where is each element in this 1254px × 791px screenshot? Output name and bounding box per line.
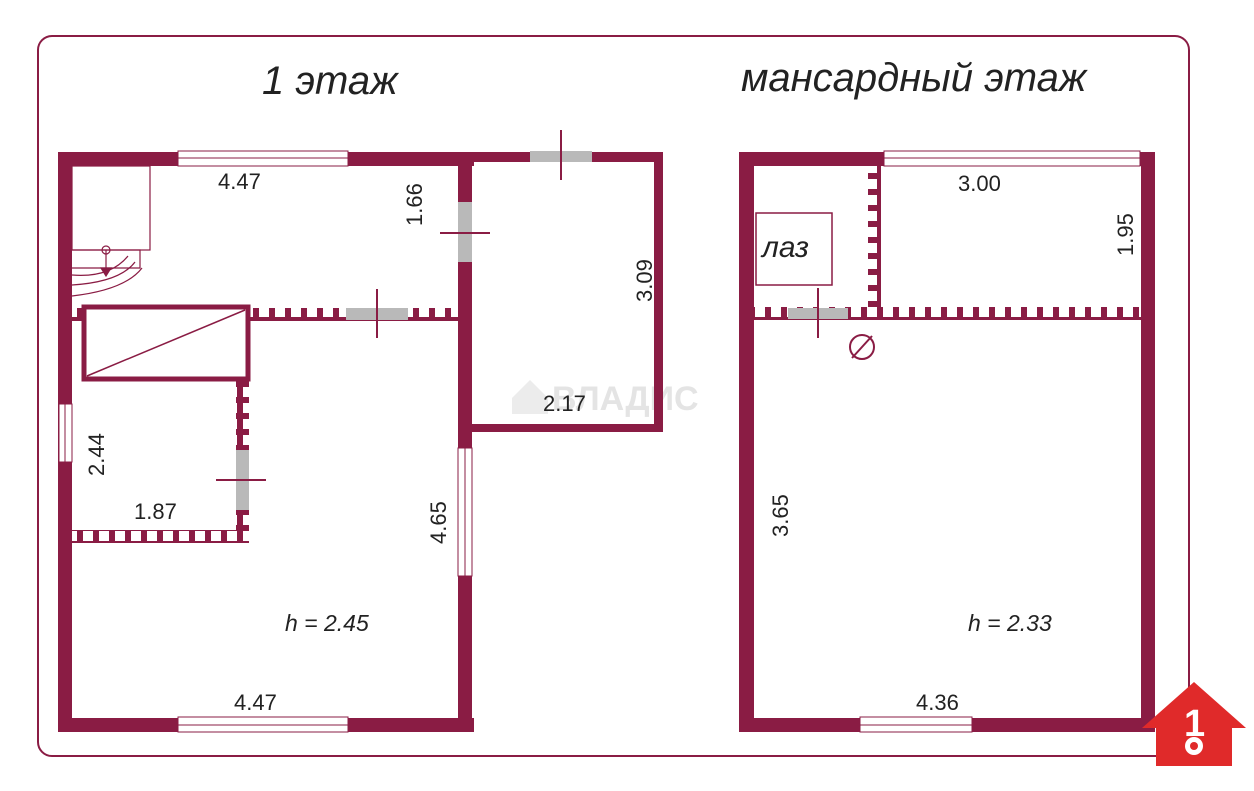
badge-house-shape — [1142, 682, 1246, 766]
dim-attic-main-depth: 3.65 — [768, 494, 793, 537]
stairs-icon — [71, 165, 151, 297]
wall-attic-left — [739, 152, 754, 732]
dim-annex-width: 2.17 — [543, 391, 586, 416]
height-label-f1: h = 2.45 — [285, 610, 369, 636]
partition-f1-small-bottom — [72, 530, 249, 543]
chimney-symbol-icon — [849, 334, 875, 360]
watermark: ВЛАДИС — [512, 380, 699, 418]
stairs-diagonal — [86, 309, 246, 377]
dim-f1-bottom-width: 4.47 — [234, 690, 277, 715]
wall-annex-bottom — [472, 424, 663, 432]
dim-f1-top-depth: 1.66 — [402, 183, 427, 226]
watermark-house-icon — [512, 380, 548, 414]
dim-f1-top-width: 4.47 — [218, 169, 261, 194]
partition-attic-vertical — [868, 166, 881, 308]
house-key-icon: 1 — [1142, 682, 1246, 766]
watermark-text: ВЛАДИС — [552, 380, 699, 418]
badge-number: 1 — [1184, 703, 1205, 745]
dim-annex-depth: 3.09 — [632, 259, 657, 302]
dim-small-room-width: 1.87 — [134, 499, 177, 524]
dim-attic-room-width: 3.00 — [958, 171, 1001, 196]
wall-attic-right — [1141, 152, 1155, 732]
dim-small-room-depth: 2.44 — [84, 433, 109, 476]
partition-attic-horizontal — [754, 307, 1141, 320]
wall-annex-right — [654, 152, 663, 432]
attic-title: мансардный этаж — [741, 56, 1088, 100]
height-label-attic: h = 2.33 — [968, 610, 1052, 636]
wall-f1-right — [458, 152, 472, 732]
attic-hatch-label: лаз — [760, 231, 809, 264]
dim-main-room-depth: 4.65 — [426, 501, 451, 544]
dim-attic-bottom-width: 4.36 — [916, 690, 959, 715]
attic-hatch — [755, 212, 833, 286]
floor-1-plan: 1 этаж — [58, 59, 663, 733]
dim-attic-room-depth: 1.95 — [1113, 213, 1138, 256]
outer-frame — [37, 35, 1190, 757]
floor-1-title: 1 этаж — [262, 59, 399, 103]
attic-plan: мансардный этаж лаз 3.00 1.95 3.65 4.36 … — [739, 56, 1155, 733]
